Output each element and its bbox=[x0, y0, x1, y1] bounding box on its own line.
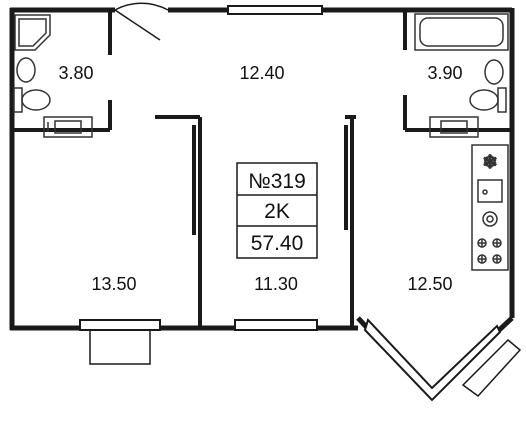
room-area-bathroom-right: 3.90 bbox=[427, 63, 462, 83]
entry-door bbox=[114, 2, 169, 41]
washer-icon bbox=[43, 116, 93, 138]
apartment-type: 2K bbox=[264, 200, 290, 223]
shower-icon bbox=[14, 14, 51, 51]
room-area-bathroom-left: 3.80 bbox=[58, 63, 93, 83]
interior-walls bbox=[12, 10, 512, 328]
apartment-total-area: 57.40 bbox=[251, 232, 304, 255]
stove-icon bbox=[477, 238, 502, 264]
toilet-tank-icon bbox=[497, 87, 507, 113]
toilet-tank-icon bbox=[13, 87, 23, 113]
kitchen-sink-icon bbox=[477, 179, 503, 203]
room-area-hall: 12.40 bbox=[239, 63, 284, 83]
room-area-bedroom-left: 13.50 bbox=[91, 274, 136, 294]
fridge-icon: ❄ bbox=[482, 152, 497, 173]
sink-icon bbox=[484, 59, 504, 85]
sink-icon bbox=[16, 57, 36, 83]
left-bathroom-fixtures bbox=[13, 14, 93, 138]
right-bathroom-fixtures bbox=[414, 13, 509, 138]
room-area-kitchen: 12.50 bbox=[407, 274, 452, 294]
washer-icon bbox=[429, 116, 479, 138]
toilet-bowl-icon bbox=[21, 89, 51, 111]
bathtub-icon bbox=[414, 13, 509, 51]
balconies bbox=[89, 329, 522, 398]
kitchen-counter: ❄ bbox=[471, 144, 509, 271]
apartment-number: №319 bbox=[248, 170, 306, 193]
toilet-bowl-icon bbox=[469, 89, 499, 111]
apartment-badge: №319 2K 57.40 bbox=[236, 162, 318, 259]
dishwasher-icon bbox=[482, 211, 498, 227]
room-area-room-middle: 11.30 bbox=[254, 274, 298, 294]
